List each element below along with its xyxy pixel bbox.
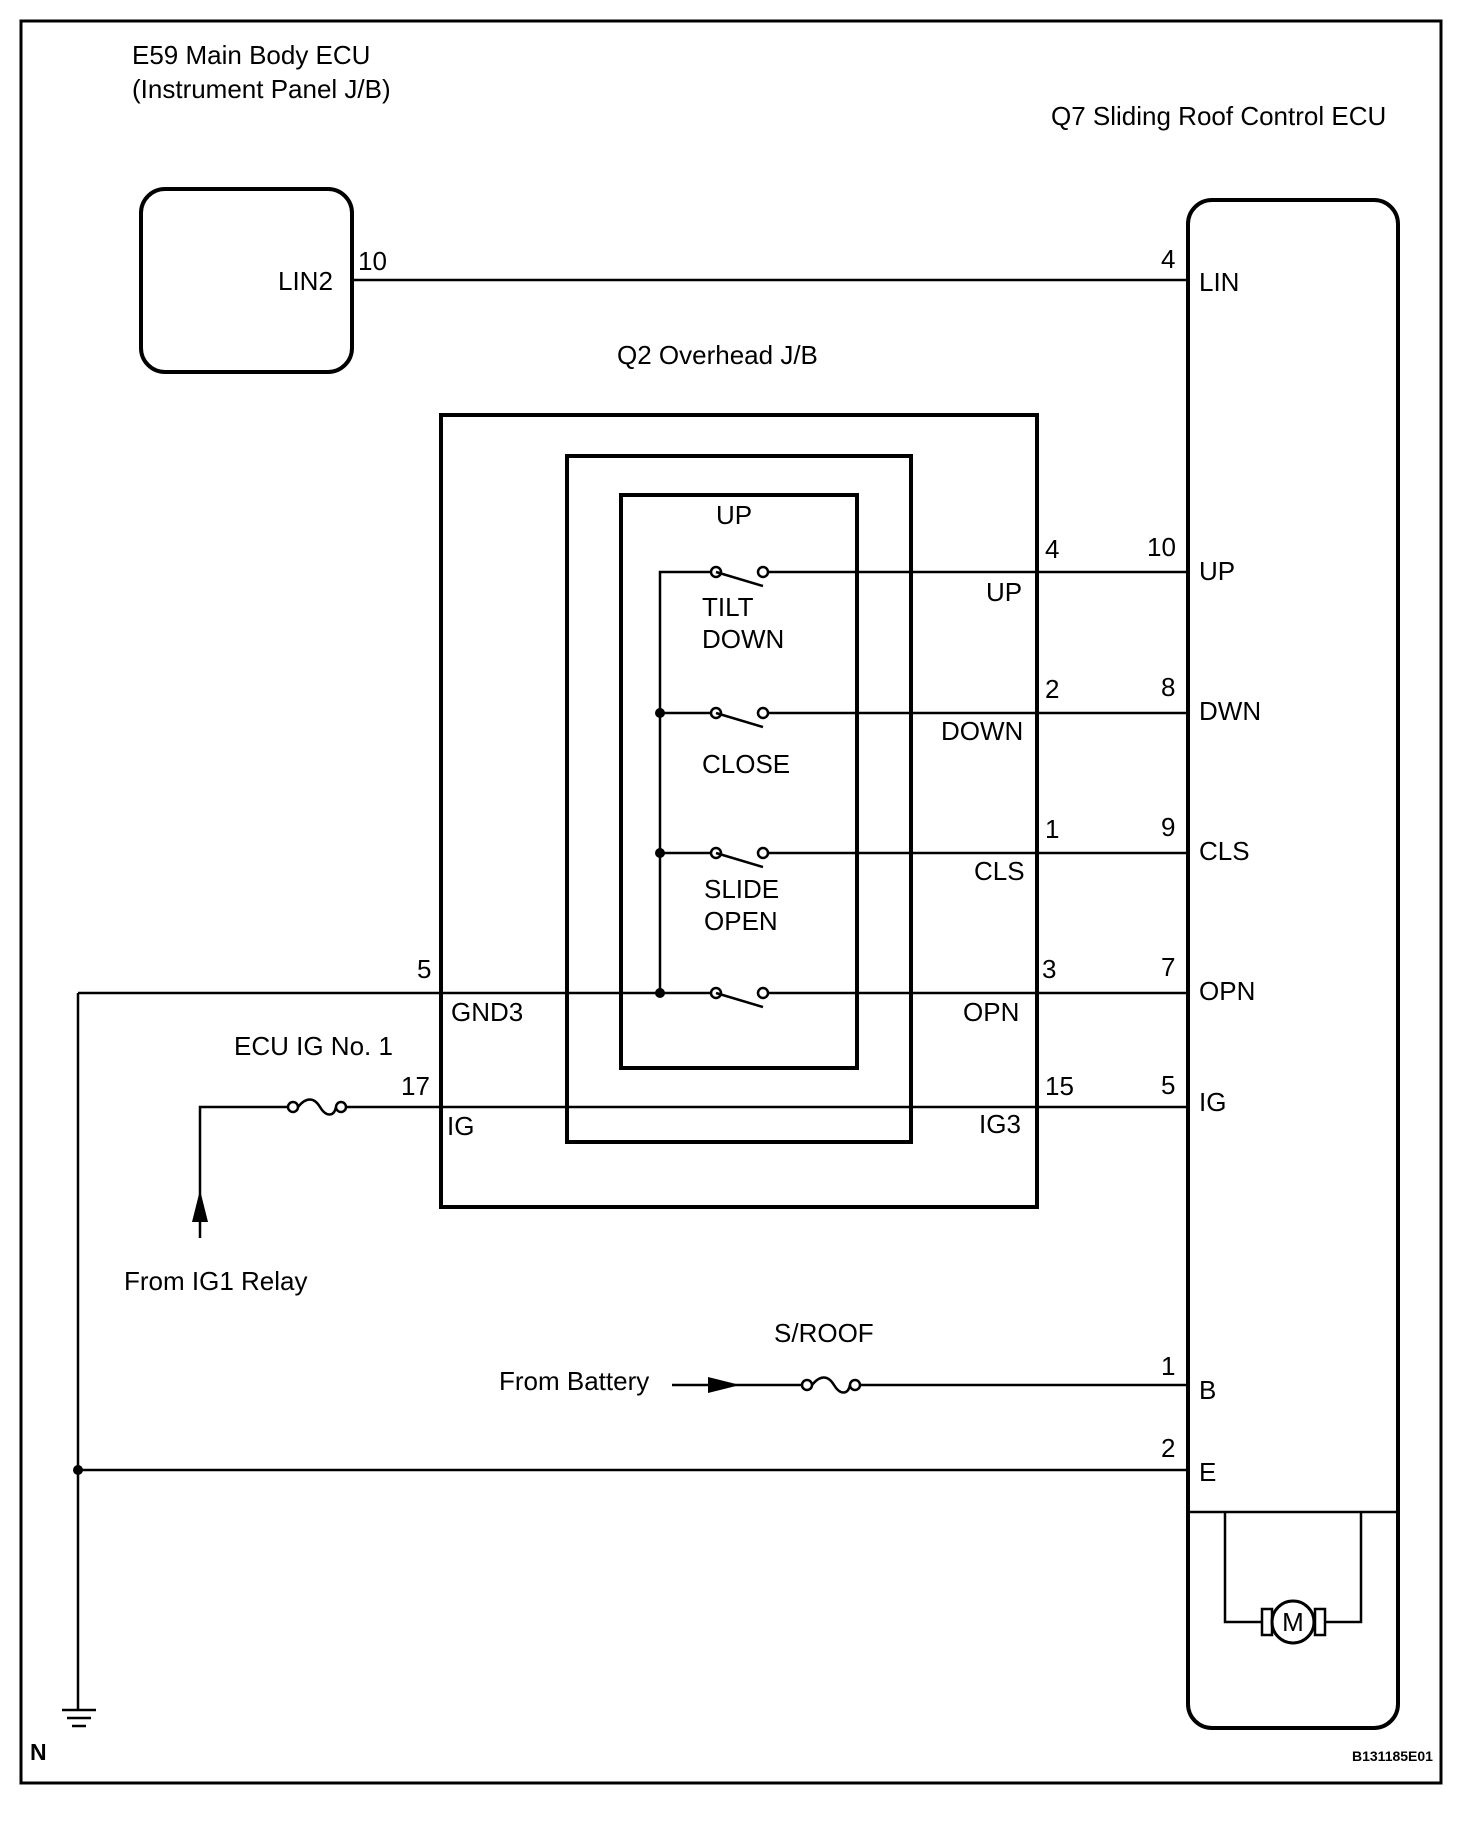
- e59-title-line1: E59 Main Body ECU: [132, 40, 370, 70]
- q2-gnd3-pin: 5: [417, 954, 431, 984]
- e59-lin2-label: LIN2: [278, 266, 333, 296]
- switch-label-close: CLOSE: [702, 749, 790, 779]
- fuse-ecu-ig-symbol: [286, 1098, 348, 1116]
- fuse-ecu-ig-label: ECU IG No. 1: [234, 1031, 393, 1061]
- switch-tilt: [709, 565, 770, 588]
- q2-middle-box: [565, 454, 913, 1144]
- switch-open: [709, 986, 770, 1009]
- q2-down-pin: 2: [1045, 674, 1059, 704]
- q2-ig-label: IG: [447, 1111, 474, 1141]
- q2-ig3-label: IG3: [979, 1109, 1021, 1139]
- q7-opn-label: OPN: [1199, 976, 1255, 1006]
- ground-icon: [62, 1708, 96, 1728]
- q2-switch-box: [619, 493, 859, 1070]
- q2-outer-box: [439, 413, 1039, 1209]
- q2-gnd3-label: GND3: [451, 997, 523, 1027]
- fuse-sroof-symbol: [800, 1376, 862, 1394]
- switch-slide: [709, 846, 770, 869]
- q7-ig-pin: 5: [1161, 1070, 1175, 1100]
- diagram-frame: [19, 19, 1443, 1785]
- switch-label-open: OPEN: [704, 906, 778, 936]
- q7-title: Q7 Sliding Roof Control ECU: [1051, 101, 1386, 131]
- q7-dwn-pin: 8: [1161, 672, 1175, 702]
- arrow-up-icon: [192, 1190, 208, 1222]
- switch-label-slide: SLIDE: [704, 874, 779, 904]
- switch-close: [709, 706, 770, 729]
- wire-ig1-feed: [198, 1105, 288, 1238]
- q7-e-label: E: [1199, 1457, 1216, 1487]
- q2-ig-pin: 17: [401, 1071, 430, 1101]
- q7-up-label: UP: [1199, 556, 1235, 586]
- source-battery: From Battery: [499, 1366, 649, 1396]
- q2-down-label: DOWN: [941, 716, 1023, 746]
- source-ig1-relay: From IG1 Relay: [124, 1266, 308, 1296]
- q7-lin-label: LIN: [1199, 267, 1239, 297]
- q2-opn-label: OPN: [963, 997, 1019, 1027]
- q2-cls-pin: 1: [1045, 814, 1059, 844]
- junction-dot: [73, 1465, 83, 1475]
- q2-opn-pin: 3: [1042, 954, 1056, 984]
- q7-opn-pin: 7: [1161, 952, 1175, 982]
- q7-up-pin: 10: [1147, 532, 1176, 562]
- q7-dwn-label: DWN: [1199, 696, 1261, 726]
- q7-cls-label: CLS: [1199, 836, 1250, 866]
- ground-point-label: N: [30, 1739, 47, 1765]
- q2-cls-label: CLS: [974, 856, 1025, 886]
- q2-title: Q2 Overhead J/B: [617, 340, 818, 370]
- figure-code: B131185E01: [1352, 1748, 1433, 1764]
- q7-lin-pin: 4: [1161, 244, 1175, 274]
- e59-lin2-pin: 10: [358, 246, 387, 276]
- q2-up-pin: 4: [1045, 534, 1059, 564]
- switch-label-down: DOWN: [702, 624, 784, 654]
- switch-label-tilt: TILT: [702, 592, 754, 622]
- motor-label: M: [1282, 1607, 1304, 1637]
- q2-switch-header: UP: [716, 500, 752, 530]
- q7-ig-label: IG: [1199, 1087, 1226, 1117]
- q7-b-label: B: [1199, 1375, 1216, 1405]
- q7-ecu-box: [1186, 198, 1400, 1730]
- fuse-sroof-label: S/ROOF: [774, 1318, 874, 1348]
- q7-b-pin: 1: [1161, 1351, 1175, 1381]
- motor-symbol: M: [1223, 1512, 1363, 1645]
- q2-up-label: UP: [986, 577, 1022, 607]
- q7-cls-pin: 9: [1161, 812, 1175, 842]
- q2-ig3-pin: 15: [1045, 1071, 1074, 1101]
- e59-title-line2: (Instrument Panel J/B): [132, 74, 391, 104]
- arrow-right-icon: [708, 1377, 740, 1393]
- q7-e-pin: 2: [1161, 1433, 1175, 1463]
